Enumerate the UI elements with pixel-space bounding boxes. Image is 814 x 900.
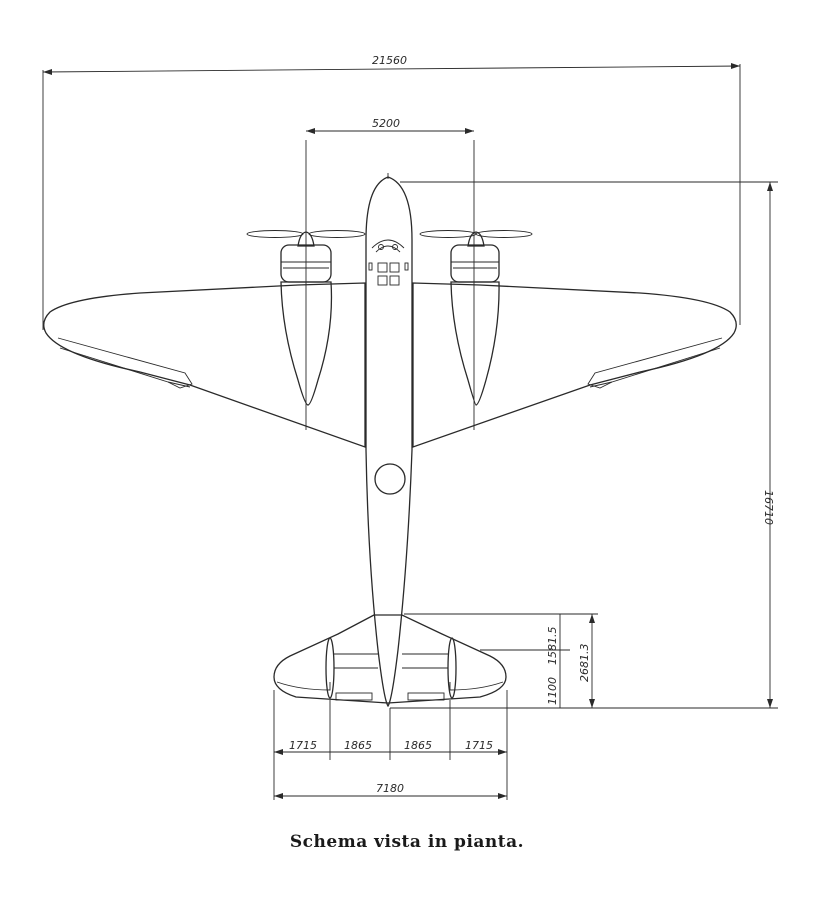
tail-seg-inner-right-label: 1865 [404,739,432,752]
tailspan-label: 7180 [376,782,404,795]
aircraft-outline [43,173,737,708]
right-trim-tab [407,692,445,701]
dorsal-turret [374,463,406,495]
tail-seg-inner-left-label: 1865 [344,739,372,752]
left-elevator [276,681,331,691]
dimension-labels: 21560 5200 16710 1581.5 2681.3 1100 1715… [289,54,775,795]
wingspan-label: 21560 [372,54,407,67]
left-aileron-tab [167,381,191,388]
right-aileron-tab [589,381,613,388]
left-wing [43,282,366,448]
horizontal-tailplane [273,614,507,704]
left-trim-tab [335,692,373,701]
figure-caption: Schema vista in pianta. [289,832,525,852]
engine-spacing-label: 5200 [372,117,400,130]
tail-to-wing-a-label: 1581.5 [546,627,559,666]
tail-to-wing-b-label: 2681.3 [578,644,591,683]
tail-seg-outer-left-label: 1715 [289,739,317,752]
tail-chord-label: 1100 [546,677,559,705]
cockpit-glazing [368,239,409,286]
right-elevator [449,681,504,691]
right-engine-nacelle [450,244,500,406]
right-tail-fin [447,637,457,699]
tail-seg-outer-right-label: 1715 [465,739,493,752]
right-propeller [419,230,533,247]
reference-lines [42,64,778,800]
dimension-lines [42,63,773,799]
fuselage [365,176,413,708]
right-wing [412,282,737,448]
length-label: 16710 [762,490,775,525]
